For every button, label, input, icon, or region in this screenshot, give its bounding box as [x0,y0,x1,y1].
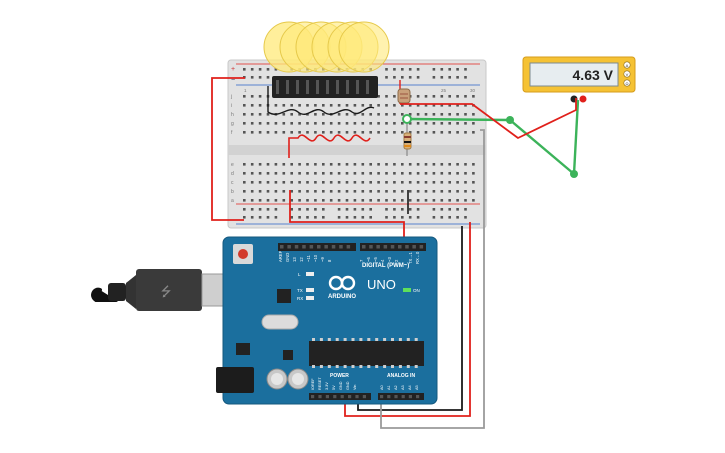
probe-joint-corner[interactable] [570,170,578,178]
pin-label-6: ~6 [366,257,371,262]
probe-joint-breadboard[interactable] [402,114,412,124]
pin-label-11: ~11 [306,255,311,262]
pin-label-7: 7 [359,259,364,262]
power-led [403,288,411,292]
pin-label-4: 4 [380,259,385,262]
led-tx [306,288,314,292]
rail-sign-plus: + [231,66,235,73]
row-letter-e: e [231,162,234,168]
pin-label-a2: A2 [394,385,398,390]
col-number-25: 25 [441,88,447,93]
arduino-logo-icon [328,275,356,291]
crystal-oscillator [261,314,299,330]
pin-label-aref: AREF [278,250,283,262]
pin-label-9: ~9 [320,257,325,262]
wire-red-bulb-supply[interactable] [288,134,371,158]
pin-label-vin: Vin [353,385,357,390]
col-number-1: 1 [244,88,247,93]
light-bulbs[interactable] [263,21,390,98]
pin-label-a0: A0 [380,385,384,390]
row-letter-g: g [231,121,234,127]
pin-label-reset: RESET [318,377,322,390]
barrel-jack[interactable] [216,367,254,393]
power-header-label: POWER [330,373,349,379]
rail-sign-minus: − [231,77,235,84]
led-label-rx: RX [297,296,303,301]
atmega-chip [309,341,424,366]
row-letter-b: b [231,189,234,195]
row-letter-a: a [231,198,234,204]
pin-label-ioref: IOREF [311,378,315,390]
pin-label-a4: A4 [408,385,412,390]
wire-gray-a0[interactable] [380,129,485,429]
usb-chip [277,289,291,303]
wire-red-5v[interactable] [344,222,471,417]
voltage-regulator [236,343,250,355]
mode-v-button[interactable] [623,70,631,78]
pin-label-gnd-1: GND [339,381,343,390]
pin-label-a1: A1 [387,385,391,390]
pin-label-8: 8 [327,259,332,262]
led-l [306,272,314,276]
mode-a-button[interactable] [623,61,631,69]
pin-label-2: 2 [394,259,399,262]
pin-label-5: ~5 [373,257,378,262]
probe-joint-bend[interactable] [506,116,514,124]
row-letter-i: i [231,103,232,109]
row-letter-j: j [230,94,232,100]
wire-red-probe[interactable] [400,98,577,139]
row-letter-d: d [231,171,234,177]
photoresistor[interactable] [397,80,411,104]
pin-label-3: ~3 [387,257,392,262]
wire-red-rail-loop[interactable] [211,77,245,221]
led-rx [306,296,314,300]
arduino-uno-board[interactable]: DIGITAL (PWM~) AREF GND 13 12 ~11 ~10 ~9… [216,236,438,405]
usb-icon: ⭍ [161,284,172,299]
mode-a-label: A [626,63,629,68]
pin-label-a5: A5 [415,385,419,390]
probe-terminal-red[interactable] [579,95,587,103]
wire-green-probe[interactable] [406,99,580,176]
mode-v-label: V [626,72,629,77]
pin-label-3v3: 3.3V [325,382,329,390]
resistor[interactable] [403,118,412,156]
reset-button-cap[interactable] [238,249,248,259]
mode-ohm-label: Ω [626,81,629,86]
board-model: UNO [367,277,396,292]
pin-label-rx0: RX←0 [415,251,420,264]
digital-header-label: DIGITAL (PWM~) [362,263,409,269]
pin-label-a3: A3 [401,385,405,390]
power-led-label: ON [413,288,420,293]
led-label-l: L [298,272,301,277]
col-number-30: 30 [470,88,476,93]
small-ic [283,350,293,360]
multimeter-reading: 4.63 V [573,67,614,83]
mode-ohm-button[interactable] [623,79,631,87]
row-letter-c: c [231,180,234,186]
pin-label-gnd-2: GND [346,381,350,390]
pin-label-tx1: TX→1 [408,251,413,264]
pin-label-13: 13 [292,257,297,262]
pin-label-gnd: GND [285,253,290,262]
wire-red-digital-pin[interactable] [289,190,405,246]
wire-black-bulb-ground[interactable] [267,86,375,115]
row-letter-f: f [231,130,233,136]
pin-label-12: 12 [299,257,304,262]
led-label-tx: TX [297,288,303,293]
pin-label-10: ~10 [313,254,318,262]
multimeter[interactable]: 4.63 V A V Ω [522,56,636,103]
analog-header-label: ANALOG IN [387,373,415,379]
arduino-logo-text: ARDUINO [328,294,356,300]
pin-label-5v: 5V [332,385,336,390]
row-letter-h: h [231,112,234,118]
